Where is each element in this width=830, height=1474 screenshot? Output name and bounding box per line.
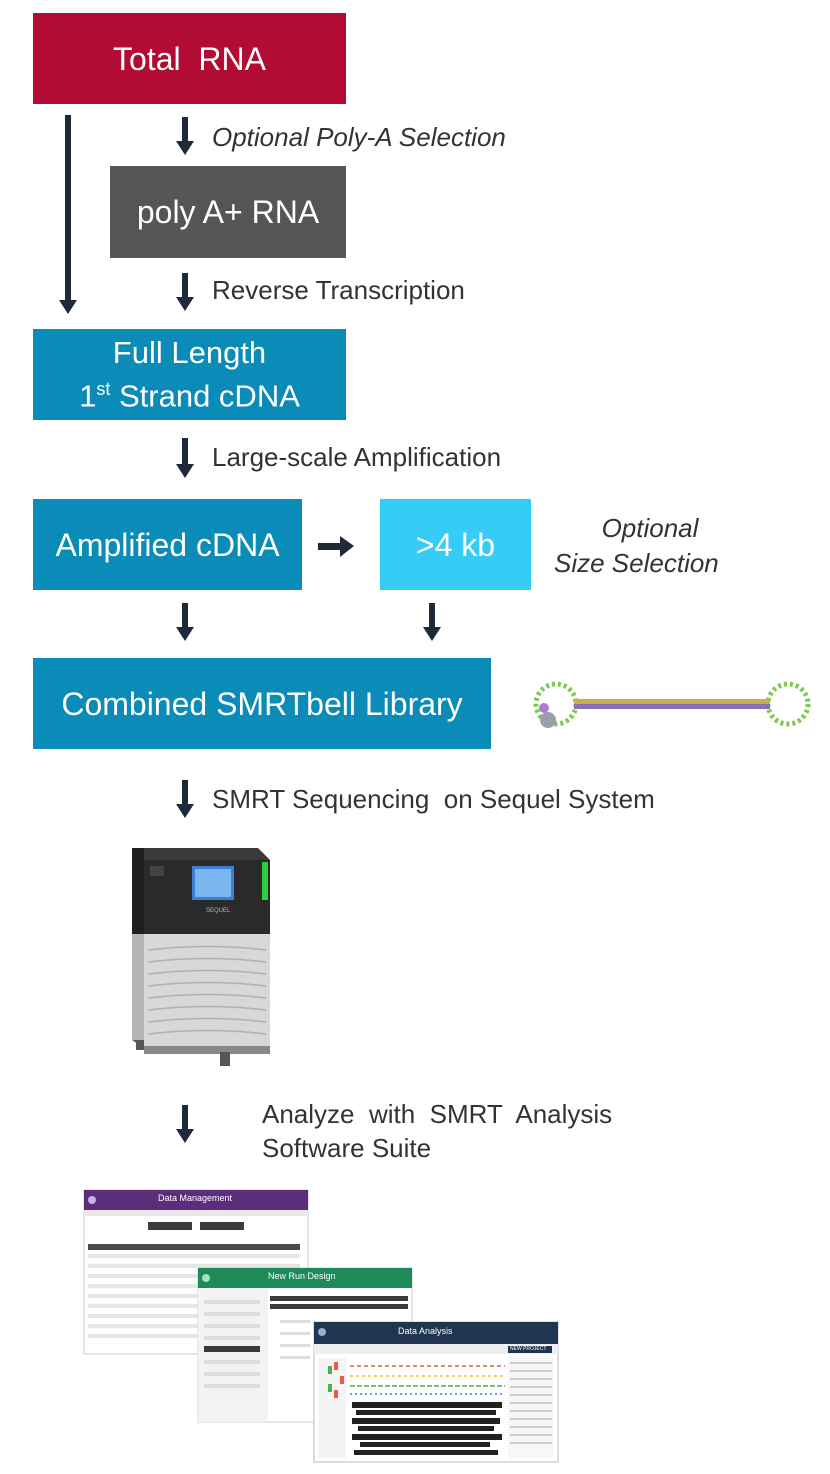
arrow-amplified-to-library [176, 603, 194, 641]
amplified-cdna-box: Amplified cDNA [33, 499, 302, 590]
arrow-amplification [176, 438, 194, 478]
arrow-right-sizeselect [318, 536, 354, 557]
data-analysis-screen [313, 1321, 559, 1463]
direct-arrow [59, 115, 77, 314]
full-length-line1: Full Length [112, 335, 267, 371]
data-analysis-title: Data Analysis [398, 1326, 453, 1336]
arrow-rt [176, 273, 194, 311]
label-optional: Optional [601, 513, 699, 543]
polya-rna-label: poly A+ RNA [136, 194, 320, 230]
data-management-title: Data Management [158, 1193, 233, 1203]
sequel-instrument-image: SEQUEL [132, 848, 270, 1066]
new-project-button: NEW PROJECT [510, 1346, 547, 1352]
full-length-cdna-box: Full Length 1st Strand cDNA [33, 329, 346, 420]
total-rna-label: Total RNA [113, 40, 266, 77]
polya-rna-box: poly A+ RNA [110, 166, 346, 258]
size-selection-label: >4 kb [415, 526, 496, 563]
instrument-brand: SEQUEL [206, 908, 231, 914]
run-design-title: New Run Design [268, 1271, 336, 1281]
arrow-sequencing [176, 780, 194, 818]
smrtbell-molecule-icon [533, 681, 811, 728]
total-rna-box: Total RNA [33, 13, 346, 104]
label-polya-selection: Optional Poly-A Selection [212, 122, 506, 152]
smrtbell-library-box: Combined SMRTbell Library [33, 658, 491, 749]
arrow-analyze [176, 1105, 194, 1143]
full-length-line2: 1st Strand cDNA [79, 378, 300, 414]
label-size-selection: Size Selection [554, 548, 719, 578]
software-screenshots-image [83, 1189, 559, 1463]
smrtbell-library-label: Combined SMRTbell Library [61, 685, 463, 722]
arrow-polya [176, 117, 194, 155]
label-reverse-transcription: Reverse Transcription [212, 275, 465, 305]
label-amplification: Large-scale Amplification [212, 442, 502, 472]
label-sequencing: SMRT Sequencing on Sequel System [212, 784, 655, 814]
label-analyze-line1: Analyze with SMRT Analysis [262, 1099, 613, 1129]
amplified-cdna-label: Amplified cDNA [55, 526, 280, 563]
label-analyze-line2: Software Suite [262, 1133, 432, 1163]
arrow-size-to-library [423, 603, 441, 641]
size-selection-box: >4 kb [380, 499, 531, 590]
